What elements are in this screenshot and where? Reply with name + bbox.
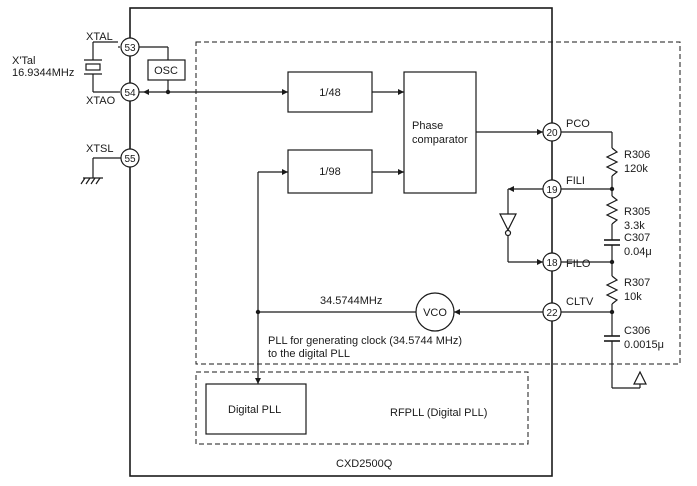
phase-comparator-label-2: comparator [412,134,468,146]
r305-value: 3.3k [624,220,645,232]
r305-name: R305 [624,206,650,218]
pin-19: 19 [542,179,562,199]
pin-pco-label: PCO [566,118,590,130]
svg-text:20: 20 [546,128,558,139]
osc-label: OSC [154,65,178,77]
svg-text:54: 54 [124,88,136,99]
phase-comparator-label-1: Phase [412,120,443,132]
pin-55: 55 [120,148,140,168]
digital-pll-label: Digital PLL [228,404,281,416]
c307-name: C307 [624,232,650,244]
r306-value: 120k [624,163,648,175]
rfpll-label: RFPLL (Digital PLL) [390,407,487,419]
svg-text:55: 55 [124,154,136,165]
digital-pll-block [205,383,307,435]
divider-48-block [287,71,373,113]
pin-xtao-label: XTAO [86,95,116,107]
c306-value: 0.0015μ [624,339,664,351]
chip-name-label: CXD2500Q [336,458,393,470]
pin-xtsl-label: XTSL [86,143,114,155]
svg-text:19: 19 [546,185,558,196]
crystal-label: X'Tal [12,55,36,67]
divider-48-label: 1/48 [319,87,340,99]
pin-fili-label: FILI [566,175,585,187]
pin-20: 20 [542,122,562,142]
supply-arrow-symbol [633,370,647,388]
divider-98-label: 1/98 [319,166,340,178]
r307-name: R307 [624,277,650,289]
resistor-r306 [605,147,619,177]
pin-18: 18 [542,252,562,272]
pin-xtal-label: XTAL [86,31,113,43]
osc-block [147,59,186,81]
pin-22: 22 [542,302,562,322]
crystal-frequency: 16.9344MHz [12,67,74,79]
pll-note-line-1: PLL for generating clock (34.5744 MHz) [268,335,462,347]
svg-text:22: 22 [546,308,558,319]
r307-value: 10k [624,291,642,303]
r306-name: R306 [624,149,650,161]
pin-cltv-label: CLTV [566,296,594,308]
buffer-amplifier [499,213,517,232]
c307-value: 0.04μ [624,246,652,258]
svg-text:53: 53 [124,43,136,54]
svg-text:18: 18 [546,258,558,269]
phase-comparator-block [403,71,477,194]
chip-outline [129,7,553,477]
pin-filo-label: FILO [566,258,591,270]
vco-label: VCO [423,307,447,319]
pll-region-dashed [195,41,681,365]
divider-98-block [287,149,373,194]
resistor-r307 [605,275,619,305]
rfpll-region-dashed [195,371,529,445]
pll-note-line-2: to the digital PLL [268,348,350,360]
pin-53: 53 [120,37,140,57]
vco-frequency-label: 34.5744MHz [320,295,382,307]
ground-symbol [80,177,103,185]
c306-name: C306 [624,325,650,337]
crystal-symbol [84,42,102,92]
resistor-r305 [605,195,619,225]
pin-54: 54 [120,82,140,102]
